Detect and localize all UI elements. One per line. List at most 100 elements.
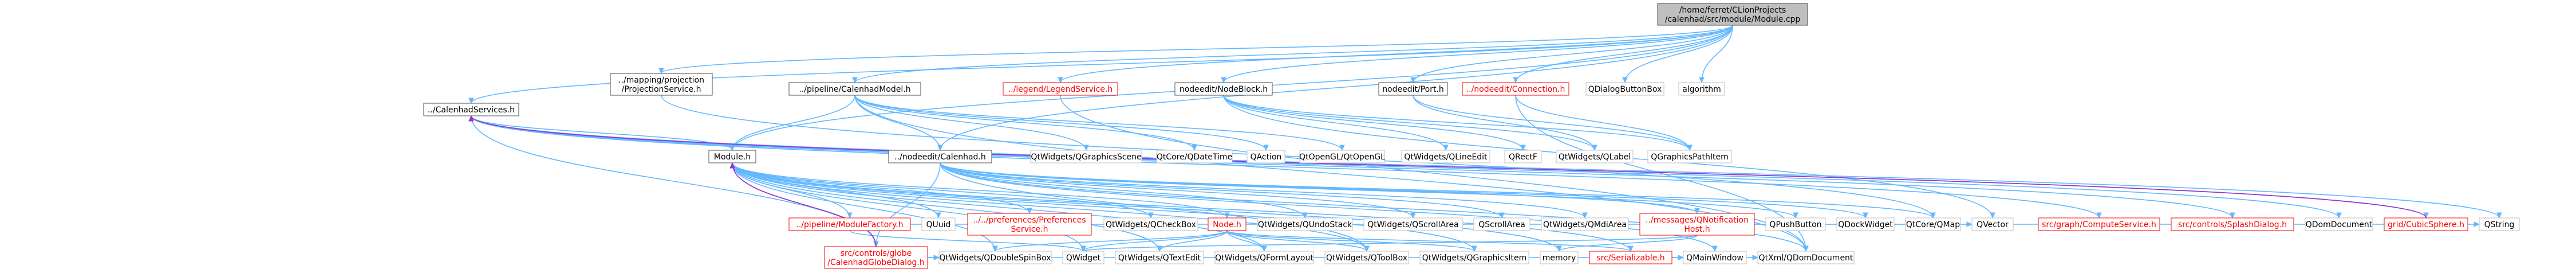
node-globedialog[interactable]: src/controls/globe/CalenhadGlobeDialog.h [824, 246, 928, 269]
node-modulefactory[interactable]: ../pipeline/ModuleFactory.h [788, 217, 911, 231]
edge-qnotificationhost-to-qwidget [1083, 235, 1698, 252]
arrowhead-root-to-calenhadservices [468, 98, 474, 104]
arrowhead-nodeh-to-qdoublespinbox [992, 245, 998, 252]
node-label: Node.h [1213, 220, 1241, 229]
node-box [1103, 217, 1198, 231]
node-box [1556, 150, 1634, 163]
arrowhead-nodeh-to-qformlayout [1261, 245, 1267, 252]
node-label: src/graph/ComputeService.h [2042, 220, 2156, 229]
arrowhead-nodeblock-to-qrectf [1520, 145, 1526, 151]
node-legendservice[interactable]: ../legend/LegendService.h [1003, 82, 1118, 96]
arrowhead-port-to-qlabel [1592, 145, 1597, 151]
node-box [1678, 82, 1725, 96]
node-label: QString [2484, 220, 2515, 229]
node-serializable[interactable]: src/Serializable.h [1589, 251, 1672, 264]
node-label: QtWidgets/QLineEdit [1404, 153, 1488, 162]
node-qundostack: QtWidgets/QUndoStack [1257, 217, 1353, 231]
arrowhead-calenhadservices-to-qdomdocument [2336, 212, 2342, 219]
node-port[interactable]: nodeedit/Port.h [1378, 82, 1448, 96]
edge-calenhadservices-to-qstring [471, 115, 2500, 219]
node-qmdiarea: QtWidgets/QMdiArea [1541, 217, 1629, 231]
arrowhead-moduleh-to-modulefactory [847, 212, 853, 219]
node-label: QtWidgets/QToolBox [1326, 254, 1407, 263]
node-box [1462, 82, 1569, 96]
arrowhead-qnotificationhost-to-memory [1556, 245, 1562, 252]
node-moduleh[interactable]: Module.h [708, 150, 756, 163]
arrowhead-root-to-port [1410, 77, 1416, 84]
node-qvector: QVector [1971, 217, 2014, 231]
edge-nodeh-to-qtoolbox [1226, 230, 1367, 252]
node-connection[interactable]: ../nodeedit/Connection.h [1462, 82, 1569, 96]
node-computeservice[interactable]: src/graph/ComputeService.h [2038, 217, 2160, 231]
node-nodeeditcalenhad[interactable]: ../nodeedit/Calenhad.h [888, 150, 992, 163]
edge-connection-to-qgraphicspathitem [1515, 95, 1690, 151]
edge-nodeeditcalenhad-to-qundostack [940, 162, 1305, 219]
node-cubicsphere[interactable]: grid/CubicSphere.h [2384, 217, 2468, 231]
node-qdoublespinbox: QtWidgets/QDoubleSpinBox [938, 251, 1052, 264]
edge-nodeh-to-qwidget [1083, 230, 1228, 252]
edge-nodeeditcalenhad-to-qmdiarea [940, 162, 1585, 219]
node-qtoolbox: QtWidgets/QToolBox [1324, 251, 1409, 264]
node-qdomdocument: QDomDocument [2305, 217, 2373, 231]
node-label: ../messages/QNotification [1646, 216, 1749, 225]
edge-moduleh-to-memory [732, 162, 1560, 252]
node-calenhadservices[interactable]: ../CalenhadServices.h [423, 103, 519, 116]
arrowhead-nodeeditcalenhad-to-qpushbutton [1793, 212, 1798, 219]
edge-pipelinemodel-to-nodeeditcalenhad [854, 95, 941, 151]
node-box [1246, 150, 1285, 163]
arrowhead-cubicsphere-to-calenhadservices [468, 115, 474, 122]
arrowhead-pipelinemodel-to-qopengl [1339, 145, 1345, 151]
node-splashdialog[interactable]: src/controls/SplashDialog.h [2171, 217, 2294, 231]
node-box [1683, 251, 1747, 264]
node-qformlayout: QtWidgets/QFormLayout [1214, 251, 1314, 264]
node-box [2305, 217, 2373, 231]
node-qaction: QAction [1246, 150, 1285, 163]
node-label: QDialogButtonBox [1588, 85, 1662, 94]
node-label: QAction [1250, 153, 1282, 162]
node-nodeblock[interactable]: nodeedit/NodeBlock.h [1174, 82, 1273, 96]
node-label: ../pipeline/CalenhadModel.h [799, 85, 910, 94]
node-label: QtCore/QMap [1906, 220, 1960, 229]
node-box [921, 217, 956, 231]
node-qstring: QString [2479, 217, 2520, 231]
node-box [1657, 3, 1808, 26]
arrowhead-nodeeditcalenhad-to-qmap [1930, 212, 1936, 219]
edge-nodeblock-to-qlineedit [1223, 95, 1446, 151]
node-label: QDomDocument [2306, 220, 2373, 229]
node-box [1299, 150, 1385, 163]
node-label: ../nodeedit/Connection.h [1466, 85, 1565, 94]
arrowhead-root-to-pipelinemodel [852, 77, 858, 84]
node-memory: memory [1540, 251, 1579, 264]
arrowhead-pipelinemodel-to-qdatetime [1192, 145, 1197, 151]
node-box [2038, 217, 2160, 231]
edge-modulefactory-to-qwidget [849, 230, 1084, 252]
node-label: src/controls/globe [841, 249, 912, 258]
edge-pipelinemodel-to-qdatetime [854, 95, 1195, 151]
node-qdialogbuttonbox: QDialogButtonBox [1585, 82, 1664, 96]
edge-pipelinemodel-to-qaction [854, 95, 1267, 151]
node-nodeh[interactable]: Node.h [1208, 217, 1246, 231]
node-label: QtWidgets/QCheckBox [1106, 220, 1196, 229]
node-mappingprojection[interactable]: ../mapping/projection/ProjectionService.… [610, 73, 713, 96]
arrowhead-nodeh-to-qgraphicsitem [1472, 245, 1477, 252]
node-qscrollarea: QtWidgets/QScrollArea [1363, 217, 1463, 231]
edge-nodeh-to-qdoublespinbox [995, 230, 1228, 252]
arrowhead-nodeblock-to-qlineedit [1443, 145, 1449, 151]
node-box [1363, 217, 1463, 231]
node-box [423, 103, 519, 116]
arrowhead-nodeeditcalenhad-to-qtxmldom [1803, 245, 1809, 252]
node-root[interactable]: /home/ferret/CLionProjects/calenhad/src/… [1657, 3, 1808, 26]
node-label: QGraphicsPathItem [1651, 153, 1728, 162]
arrowhead-nodeblock-to-qvector [1990, 212, 1995, 219]
edge-legendservice-to-qtxmldom [1060, 95, 1806, 252]
edge-port-to-qlabel [1413, 95, 1595, 151]
node-box [1174, 82, 1273, 96]
node-box [1585, 82, 1664, 96]
arrowhead-pipelinemodel-to-qaction [1263, 145, 1269, 151]
node-qdockwidget: QDockWidget [1836, 217, 1895, 231]
node-box [1647, 150, 1732, 163]
node-pipelinemodel[interactable]: ../pipeline/CalenhadModel.h [788, 82, 921, 96]
node-label: /ProjectionService.h [621, 85, 701, 94]
